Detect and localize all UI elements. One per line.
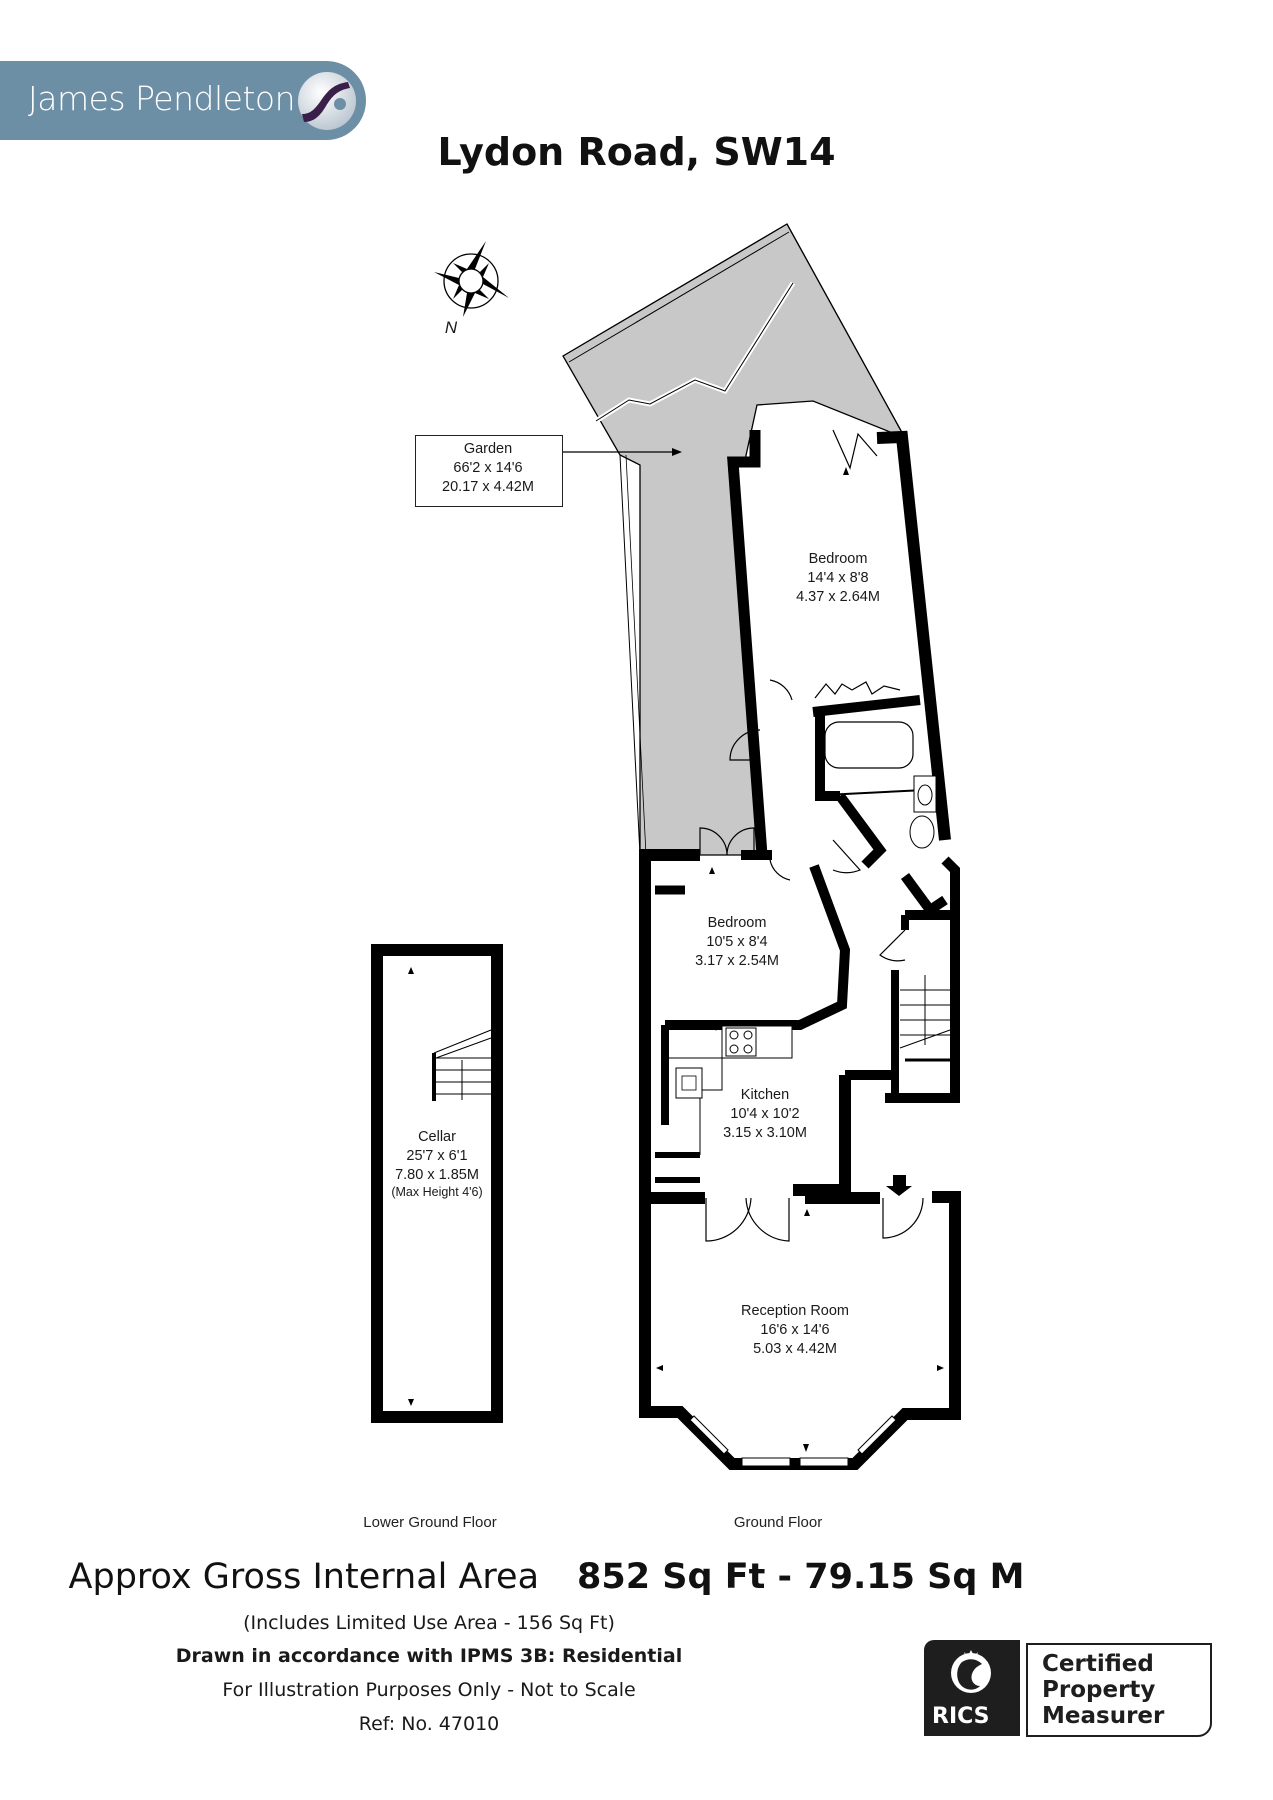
entrance-arrow-icon — [886, 1175, 912, 1196]
room-dimensions-imperial: 66'2 x 14'6 — [453, 460, 523, 476]
room-name: Bedroom — [707, 915, 767, 931]
basin-icon — [913, 775, 937, 813]
reference-number: Ref: No. 47010 — [358, 1713, 500, 1735]
compass-rose-icon — [434, 241, 509, 317]
room-label-bedroom-1: Bedroom 14'4 x 8'8 4.37 x 2.64M — [796, 550, 880, 607]
hob-icon — [725, 1027, 757, 1057]
bay-windows — [689, 1415, 897, 1467]
area-value: 852 Sq Ft - 79.15 Sq M — [577, 1557, 1025, 1597]
floor-name-ground: Ground Floor — [733, 1514, 823, 1531]
room-height-note: (Max Height 4'6) — [391, 1185, 483, 1199]
disclaimer-note: For Illustration Purposes Only - Not to … — [222, 1679, 636, 1701]
compass-north-label: N — [444, 318, 458, 337]
stairs-ground — [899, 975, 951, 1049]
area-includes-note: (Includes Limited Use Area - 156 Sq Ft) — [243, 1612, 615, 1634]
room-label-bedroom-2: Bedroom 10'5 x 8'4 3.17 x 2.54M — [695, 914, 779, 971]
room-name: Reception Room — [741, 1303, 849, 1319]
room-dimensions-imperial: 25'7 x 6'1 — [406, 1148, 468, 1164]
room-dimensions-metric: 5.03 x 4.42M — [753, 1341, 837, 1357]
room-dimensions-metric: 7.80 x 1.85M — [395, 1167, 479, 1183]
room-dimensions-imperial: 10'4 x 10'2 — [730, 1106, 800, 1122]
room-name: Garden — [463, 441, 513, 457]
dimension-markers — [408, 467, 944, 1452]
doors — [699, 429, 924, 1242]
room-dimensions-metric: 4.37 x 2.64M — [796, 589, 880, 605]
pendleton-swoosh-logo-icon — [298, 72, 356, 130]
room-dimensions-metric: 20.17 x 4.42M — [442, 479, 534, 495]
room-name: Kitchen — [740, 1087, 790, 1103]
certified-measurer-panel: Certified Property Measurer — [1026, 1643, 1212, 1737]
bathtub-icon — [824, 721, 914, 769]
badge-line-3: Measurer — [1042, 1703, 1165, 1729]
room-name: Bedroom — [808, 551, 868, 567]
ipms-standard-note: Drawn in accordance with IPMS 3B: Reside… — [175, 1645, 683, 1667]
badge-line-1: Certified — [1042, 1651, 1154, 1677]
room-dimensions-metric: 3.17 x 2.54M — [695, 953, 779, 969]
sink-icon — [675, 1067, 703, 1099]
room-label-cellar: Cellar 25'7 x 6'1 7.80 x 1.85M (Max Heig… — [391, 1128, 482, 1200]
room-label-reception: Reception Room 16'6 x 14'6 5.03 x 4.42M — [741, 1302, 849, 1359]
floor-name-lower-ground: Lower Ground Floor — [363, 1514, 497, 1531]
room-dimensions-imperial: 10'5 x 8'4 — [706, 934, 768, 950]
area-label: Approx Gross Internal Area — [68, 1557, 540, 1597]
room-dimensions-imperial: 14'4 x 8'8 — [807, 570, 869, 586]
rics-lion-icon — [951, 1650, 991, 1693]
rics-certified-badge: RICS Certified Property Measurer — [924, 1640, 1214, 1738]
brand-name: James Pendleton — [28, 79, 296, 118]
gross-internal-area: Approx Gross Internal Area 852 Sq Ft - 79… — [0, 1557, 1183, 1597]
rics-wordmark: RICS — [932, 1704, 990, 1729]
room-name: Cellar — [418, 1129, 456, 1145]
rics-logo: RICS — [924, 1640, 1020, 1736]
room-dimensions-metric: 3.15 x 3.10M — [723, 1125, 807, 1141]
brand-logo: James Pendleton — [0, 61, 366, 140]
room-label-garden: Garden 66'2 x 14'6 20.17 x 4.42M — [442, 440, 534, 497]
page-title: Lydon Road, SW14 — [437, 130, 836, 174]
badge-line-2: Property — [1042, 1677, 1156, 1703]
room-label-kitchen: Kitchen 10'4 x 10'2 3.15 x 3.10M — [723, 1086, 807, 1143]
garden-label-box — [415, 435, 563, 507]
room-dimensions-imperial: 16'6 x 14'6 — [760, 1322, 830, 1338]
ground-floor-walls — [639, 430, 961, 1470]
toilet-icon — [909, 815, 935, 849]
cellar-walls — [371, 944, 503, 1423]
